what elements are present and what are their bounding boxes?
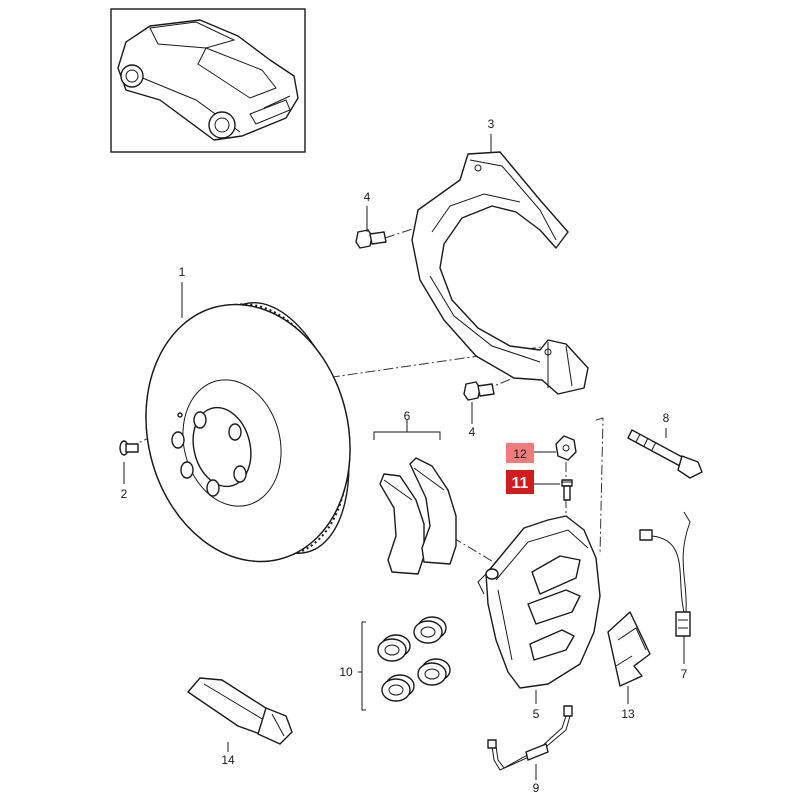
leader-lines	[123, 134, 685, 780]
bleeder-valve[interactable]	[561, 479, 573, 501]
label-part-13[interactable]: 13	[621, 707, 635, 721]
disc-screw[interactable]	[119, 440, 139, 456]
assembly-paste[interactable]	[187, 677, 293, 745]
wear-sensor[interactable]	[639, 511, 691, 637]
label-part-3[interactable]: 3	[488, 117, 495, 131]
label-part-4-lower[interactable]: 4	[469, 425, 476, 439]
spreader-spring[interactable]	[607, 611, 651, 687]
shield-bolt-upper[interactable]	[355, 229, 387, 249]
highlight-part-11[interactable]: 11	[506, 470, 534, 494]
car-icon	[117, 19, 299, 141]
label-part-11[interactable]: 11	[512, 475, 529, 492]
label-part-2[interactable]: 2	[121, 487, 128, 501]
label-part-8[interactable]: 8	[663, 411, 670, 425]
label-part-5[interactable]: 5	[533, 707, 540, 721]
label-part-14[interactable]: 14	[221, 753, 235, 767]
label-part-9[interactable]: 9	[533, 781, 540, 795]
brake-shield[interactable]	[411, 151, 589, 395]
part-labels: 1 2 3 4 4 5 6 7 8 9 10 11 12 13 14	[121, 117, 688, 795]
bleeder-cap[interactable]	[555, 435, 577, 461]
brake-caliper[interactable]	[477, 515, 601, 689]
label-part-10[interactable]: 10	[339, 665, 353, 679]
shield-bolt-lower[interactable]	[463, 381, 495, 401]
vehicle-inset	[110, 8, 306, 153]
label-part-4-upper[interactable]: 4	[364, 190, 371, 204]
highlight-part-12[interactable]: 12	[506, 443, 534, 463]
brake-pad-set[interactable]	[373, 426, 457, 575]
label-part-12[interactable]: 12	[513, 447, 527, 461]
brake-line[interactable]	[487, 705, 573, 771]
brake-disc[interactable]	[120, 283, 377, 584]
piston-seal-set[interactable]	[361, 616, 451, 711]
label-part-6[interactable]: 6	[404, 409, 411, 423]
caliper-bolt[interactable]	[627, 429, 703, 479]
label-part-7[interactable]: 7	[681, 667, 688, 681]
label-part-1[interactable]: 1	[179, 265, 186, 279]
